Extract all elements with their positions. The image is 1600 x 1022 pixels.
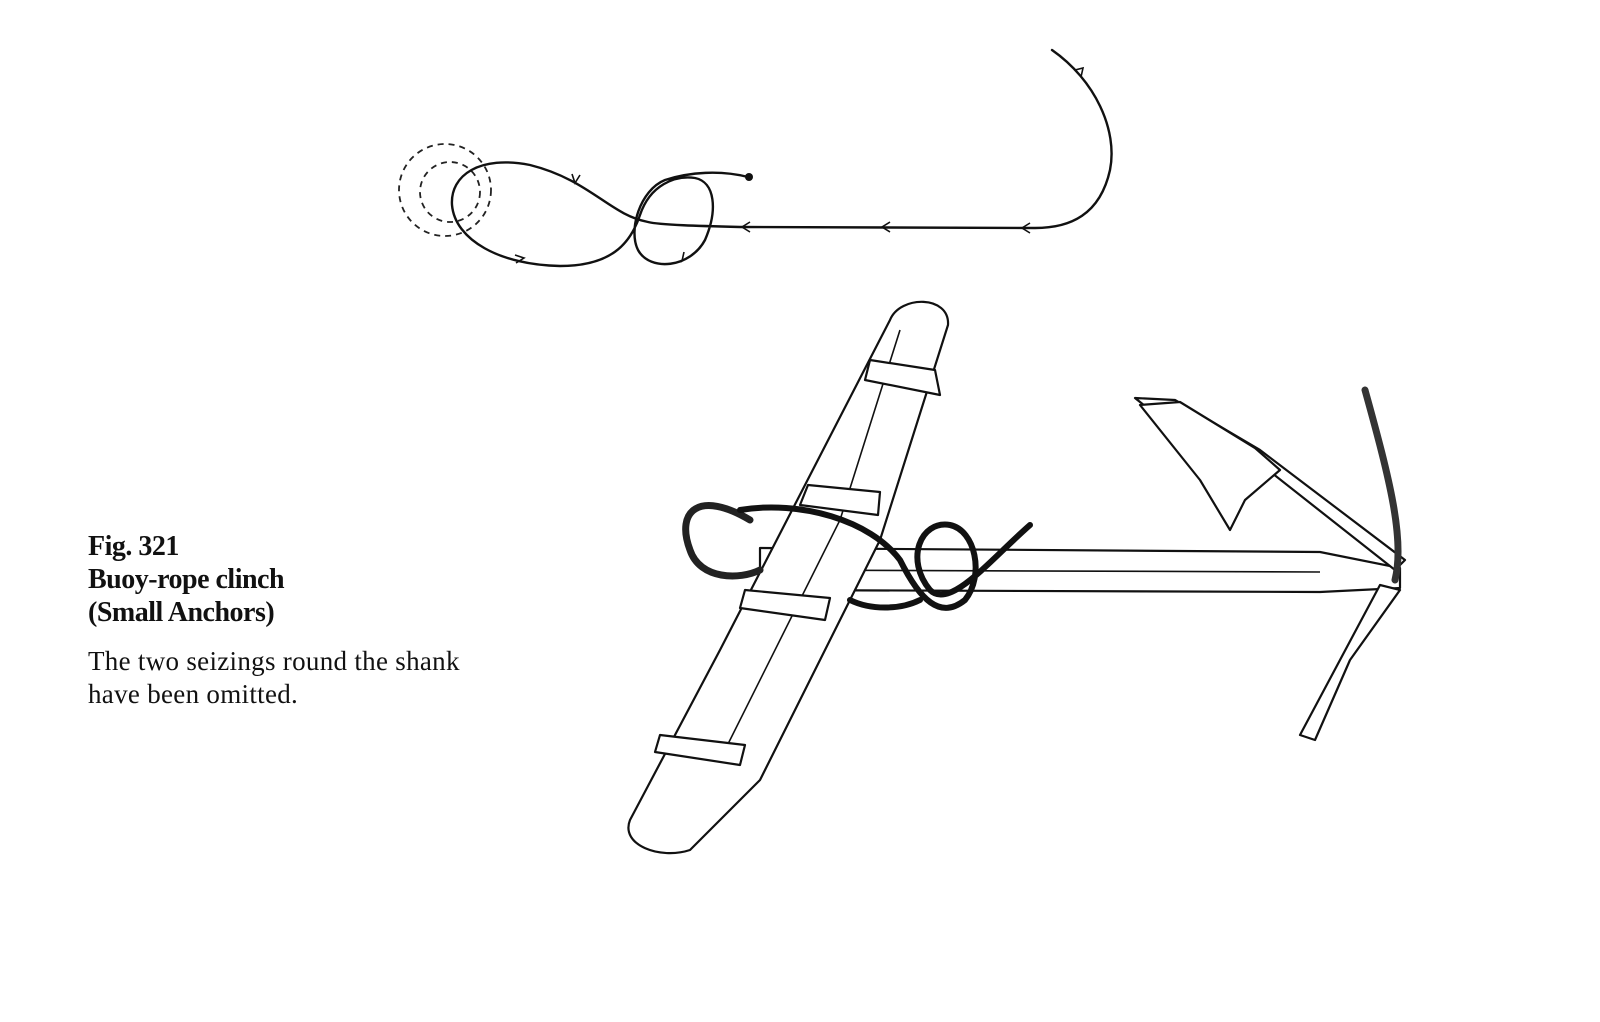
figure-title: Buoy-rope clinch: [88, 564, 285, 595]
rope-end-dot: [745, 173, 753, 181]
clinch-path-diagram: [398, 48, 1113, 268]
figure-number: Fig. 321: [88, 531, 179, 562]
rope-path: [450, 48, 1113, 268]
direction-arrows: [514, 66, 1085, 264]
figure-caption: Fig. 321 Buoy-rope clinch (Small Anchors…: [88, 530, 468, 711]
stock-bands: [653, 358, 942, 767]
anchor-drawing: [627, 300, 1407, 855]
figure-subtitle: (Small Anchors): [88, 597, 275, 628]
buoy-rope: [737, 504, 1033, 611]
buoy-rope-standing-part: [1361, 386, 1402, 584]
anchor-stock: [627, 300, 950, 855]
ring-rope: [682, 502, 764, 580]
dashed-outer-circle: [398, 143, 492, 237]
anchor-upper-fluke: [1138, 400, 1282, 532]
anchor-lower-arm: [1298, 583, 1402, 742]
dashed-inner-circle: [419, 161, 481, 223]
figure-description: The two seizings round the shank have be…: [88, 646, 460, 709]
